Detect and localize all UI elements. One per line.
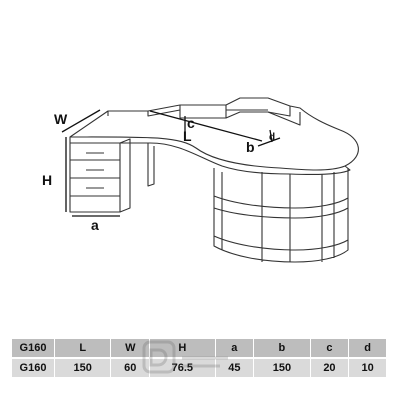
dimension-line-b xyxy=(257,137,281,147)
table-header-cell: L xyxy=(53,339,111,358)
dimension-line-l xyxy=(149,110,263,142)
table-cell: 150 xyxy=(53,357,111,377)
table-row: G160 150 60 76.5 45 150 20 10 xyxy=(12,357,386,377)
table-header-row: G160 L W H a b c d xyxy=(12,339,386,358)
drawer-handles xyxy=(86,152,104,189)
label-b: b xyxy=(246,139,255,155)
table-cell: G160 xyxy=(12,357,55,377)
table-header-cell: W xyxy=(110,339,150,358)
table-header-cell: d xyxy=(348,339,386,358)
label-c: c xyxy=(187,115,195,131)
desk-back-panel xyxy=(226,109,301,126)
table-cell: 10 xyxy=(348,357,386,377)
dimension-line-w xyxy=(61,109,101,133)
dimension-line-d xyxy=(269,129,273,143)
desk-front-edge xyxy=(69,137,351,176)
table-cell: 45 xyxy=(214,357,254,377)
table-header-cell: a xyxy=(214,339,254,358)
label-d: d xyxy=(269,132,275,143)
table-header-cell: H xyxy=(149,339,216,358)
label-a: a xyxy=(91,217,99,233)
label-h: H xyxy=(42,172,52,188)
desk-back-edge xyxy=(107,105,291,119)
shelf-unit xyxy=(213,168,349,263)
desk-drawing: W H a L c b d xyxy=(42,97,359,263)
desk-top-surface xyxy=(69,97,359,171)
desk-left-leg xyxy=(147,143,155,187)
spec-table: G160 L W H a b c d G160 150 60 76.5 45 1… xyxy=(12,339,386,377)
table-cell: 150 xyxy=(253,357,311,377)
table-header-cell: G160 xyxy=(12,339,55,358)
table-cell: 60 xyxy=(110,357,150,377)
label-w: W xyxy=(54,111,68,127)
table-header-cell: b xyxy=(253,339,311,358)
label-l: L xyxy=(183,128,192,144)
table-cell: 76.5 xyxy=(149,357,216,377)
table-cell: 20 xyxy=(309,357,349,377)
drawer-pedestal xyxy=(69,138,131,213)
table-header-cell: c xyxy=(309,339,349,358)
